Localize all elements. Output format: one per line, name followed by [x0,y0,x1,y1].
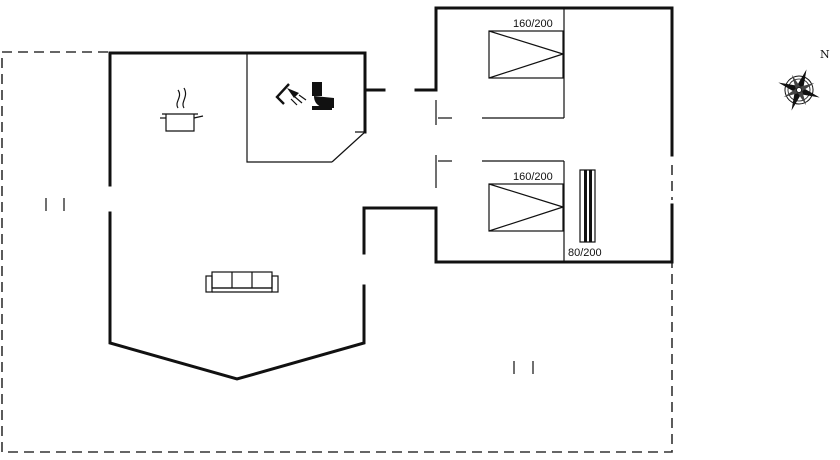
compass-north-label: N [820,48,830,61]
bed-size-label-middle: 160/200 [513,171,553,183]
terrace-marks-left [45,198,65,211]
bed-size-label-top: 160/200 [513,18,553,30]
single-bed: 80/200 [568,169,602,259]
bathroom-walls [246,52,366,163]
sofa-icon [205,271,279,293]
cooking-pot-icon [160,87,204,132]
bedroom-wing-walls [434,6,674,264]
terrace-outline [1,51,673,453]
terrace-marks-bottom [513,361,534,374]
bed-size-label-single: 80/200 [568,247,602,259]
double-bed-middle: 160/200 [488,171,564,232]
compass-rose-icon [778,69,820,111]
double-bed-top: 160/200 [488,18,564,79]
toilet-icon [312,82,334,110]
bedroom-partitions [438,8,565,262]
living-area-walls [108,51,438,381]
shower-icon [275,83,307,106]
